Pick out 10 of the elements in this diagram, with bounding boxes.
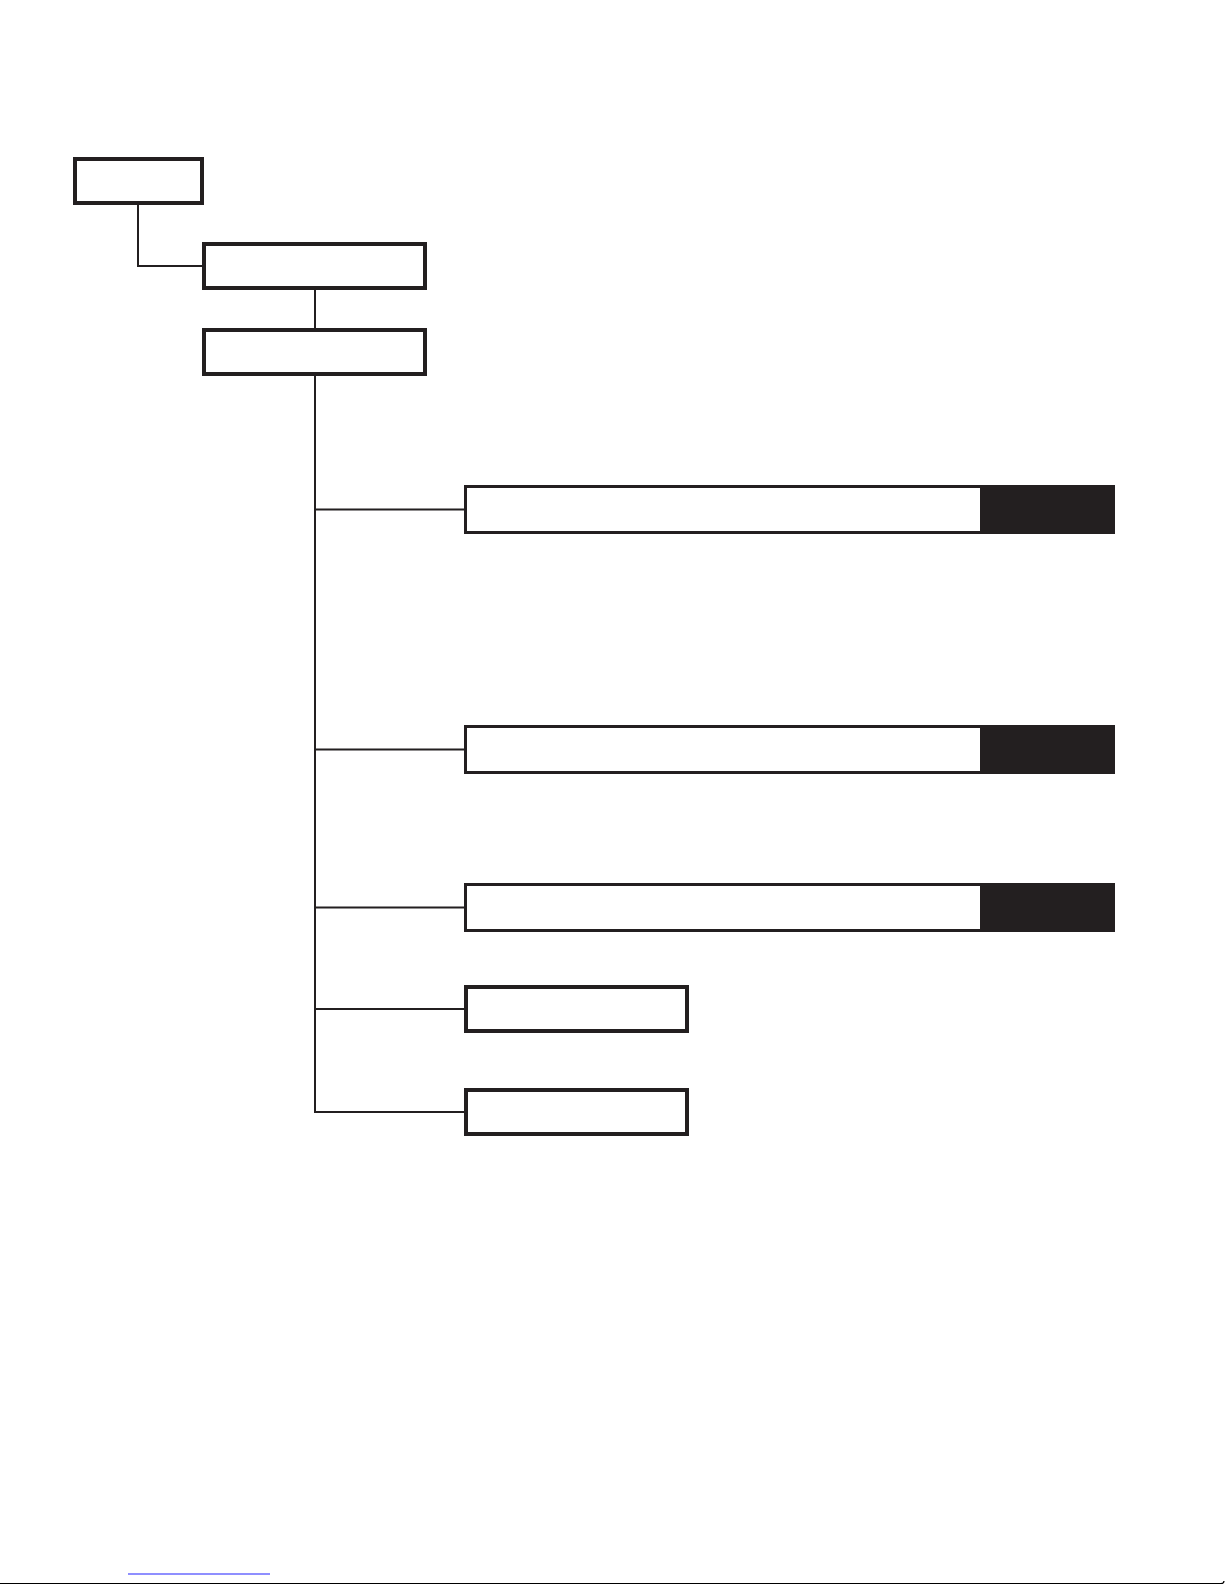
outline-box	[464, 1088, 689, 1136]
bar-with-dark-end	[464, 485, 1115, 534]
outline-box	[202, 242, 427, 290]
outline-box	[73, 157, 204, 205]
bar-with-dark-end	[464, 883, 1115, 932]
connector-line	[137, 204, 203, 267]
connector-line	[314, 289, 316, 329]
outline-box	[464, 985, 689, 1033]
bar-with-dark-end	[464, 725, 1115, 774]
outline-box	[202, 328, 427, 376]
